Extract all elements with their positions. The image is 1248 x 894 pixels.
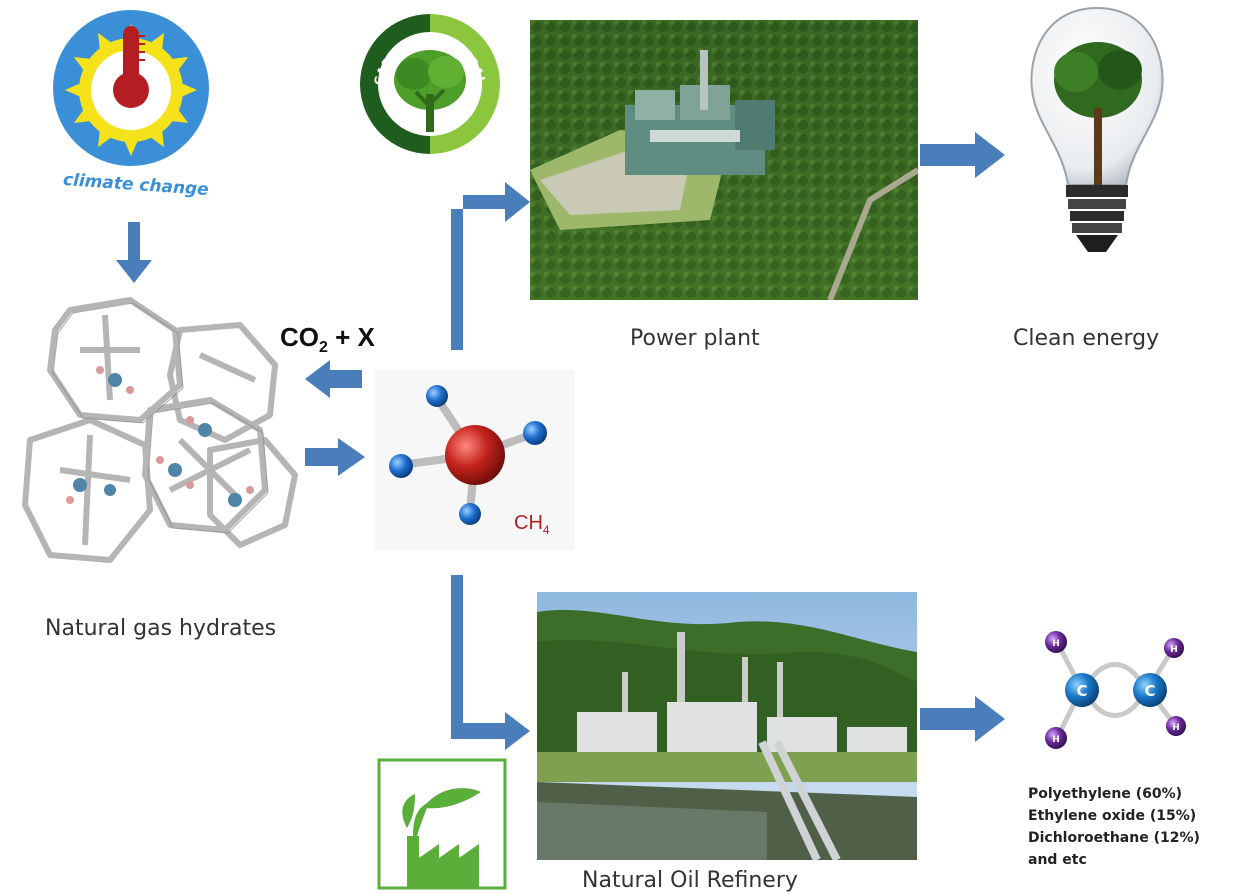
pipeline — [758, 740, 841, 860]
lightbulb-tree-icon — [1030, 6, 1164, 252]
reaction-rest: + X — [327, 322, 375, 352]
climate-change-logo: climate change — [53, 10, 209, 198]
plant-buildings — [625, 50, 775, 175]
hydrogen-atom-label: H — [1052, 735, 1060, 745]
hydrogen-atom-label: H — [1170, 645, 1178, 655]
power-plant-caption: Power plant — [630, 326, 760, 351]
ethylene-molecule: C C H H H H — [1045, 631, 1186, 749]
bulb-socket — [1066, 185, 1128, 252]
arrow-to-products — [920, 696, 1005, 742]
refinery-caption: Natural Oil Refinery — [582, 868, 798, 893]
carbon-neutral-logo: CARBON NEUTRAL — [360, 14, 500, 154]
methane-formula: CH4 — [514, 512, 550, 537]
refinery-photo — [537, 592, 917, 860]
product-item: Dichloroethane (12%) — [1028, 830, 1200, 846]
green-factory-icon — [377, 758, 507, 890]
reaction-subscript: 2 — [319, 339, 328, 357]
reaction-label: CO2 + X — [280, 322, 375, 357]
hydrates-caption: Natural gas hydrates — [45, 616, 277, 641]
gas-hydrate-cage-structure — [22, 297, 298, 563]
methane-formula-main: CH — [514, 512, 543, 534]
carbon-atom-label: C — [1076, 682, 1087, 700]
hydrogen-atom-label: H — [1052, 639, 1060, 649]
tree-icon — [394, 50, 466, 132]
reaction-co: CO — [280, 322, 319, 352]
products-list: Polyethylene (60%) Ethylene oxide (15%) … — [1028, 783, 1200, 871]
arrow-to-power-plant — [451, 182, 530, 350]
arrow-to-clean-energy — [920, 132, 1005, 178]
arrow-right-methane — [305, 438, 365, 476]
guest-molecules — [66, 366, 254, 507]
methane-formula-sub: 4 — [542, 523, 550, 537]
tree-icon — [1054, 42, 1142, 186]
methane-molecule — [375, 370, 575, 550]
arrow-to-refinery — [451, 575, 530, 750]
power-plant-photo — [530, 20, 918, 300]
product-item: Ethylene oxide (15%) — [1028, 808, 1197, 824]
arrow-left-co2 — [305, 360, 362, 398]
product-item: and etc — [1028, 852, 1087, 868]
clean-energy-caption: Clean energy — [1013, 326, 1160, 351]
thermometer-icon — [113, 26, 149, 108]
product-item: Polyethylene (60%) — [1028, 786, 1183, 802]
hydrogen-atom-label: H — [1172, 723, 1180, 733]
arrow-down-climate — [116, 222, 152, 283]
carbon-atom-label: C — [1144, 682, 1155, 700]
